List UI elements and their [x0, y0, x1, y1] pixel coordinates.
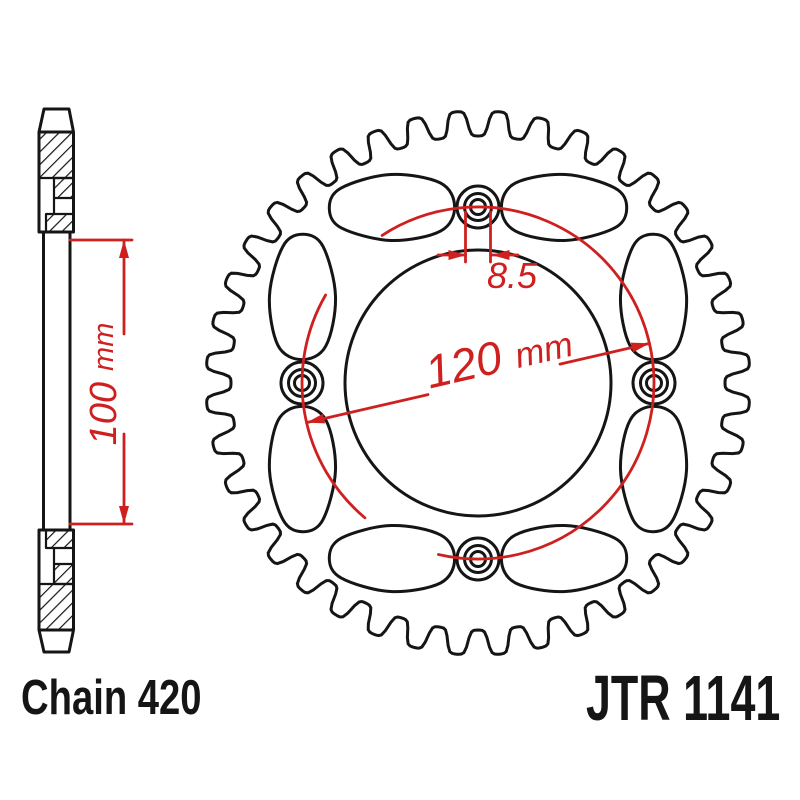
arrowhead	[119, 506, 129, 524]
arrowhead	[119, 240, 129, 258]
lightening-hole	[499, 172, 629, 243]
center-bore-circle	[343, 248, 613, 518]
hatch-region	[52, 562, 75, 586]
side-section-view	[37, 107, 75, 654]
hatch-region	[37, 582, 75, 632]
dim-120-line	[305, 393, 430, 425]
arrowhead	[448, 250, 467, 260]
arrowhead	[630, 342, 650, 353]
hatch-region	[52, 176, 75, 200]
lightening-hole	[618, 404, 689, 534]
dimension-graphics	[68, 205, 656, 561]
lightening-hole	[618, 232, 689, 362]
lightening-hole	[267, 404, 338, 534]
side-height-dimension-value: 100	[83, 381, 125, 446]
part-number-label: JTR 1141	[586, 662, 781, 734]
lightening-hole	[499, 523, 629, 594]
hatch-region	[37, 130, 75, 180]
bolt-circle-arc-left	[300, 293, 367, 520]
lightening-hole	[327, 523, 457, 594]
lightening-hole	[327, 172, 457, 243]
hatch-region	[44, 528, 75, 550]
bolt-hole-dimension-label: 8.5	[487, 255, 538, 296]
lightening-hole	[267, 232, 338, 362]
side-height-dimension-label: 100 mm	[81, 234, 127, 534]
hatch-region	[44, 212, 75, 234]
arrowhead	[491, 250, 510, 260]
arrowhead	[306, 413, 326, 424]
chain-size-label: Chain 420	[21, 671, 202, 725]
tooth-ring-outline	[205, 110, 751, 656]
side-height-dimension-unit: mm	[87, 322, 120, 371]
bolt-circle-arc	[380, 205, 656, 561]
